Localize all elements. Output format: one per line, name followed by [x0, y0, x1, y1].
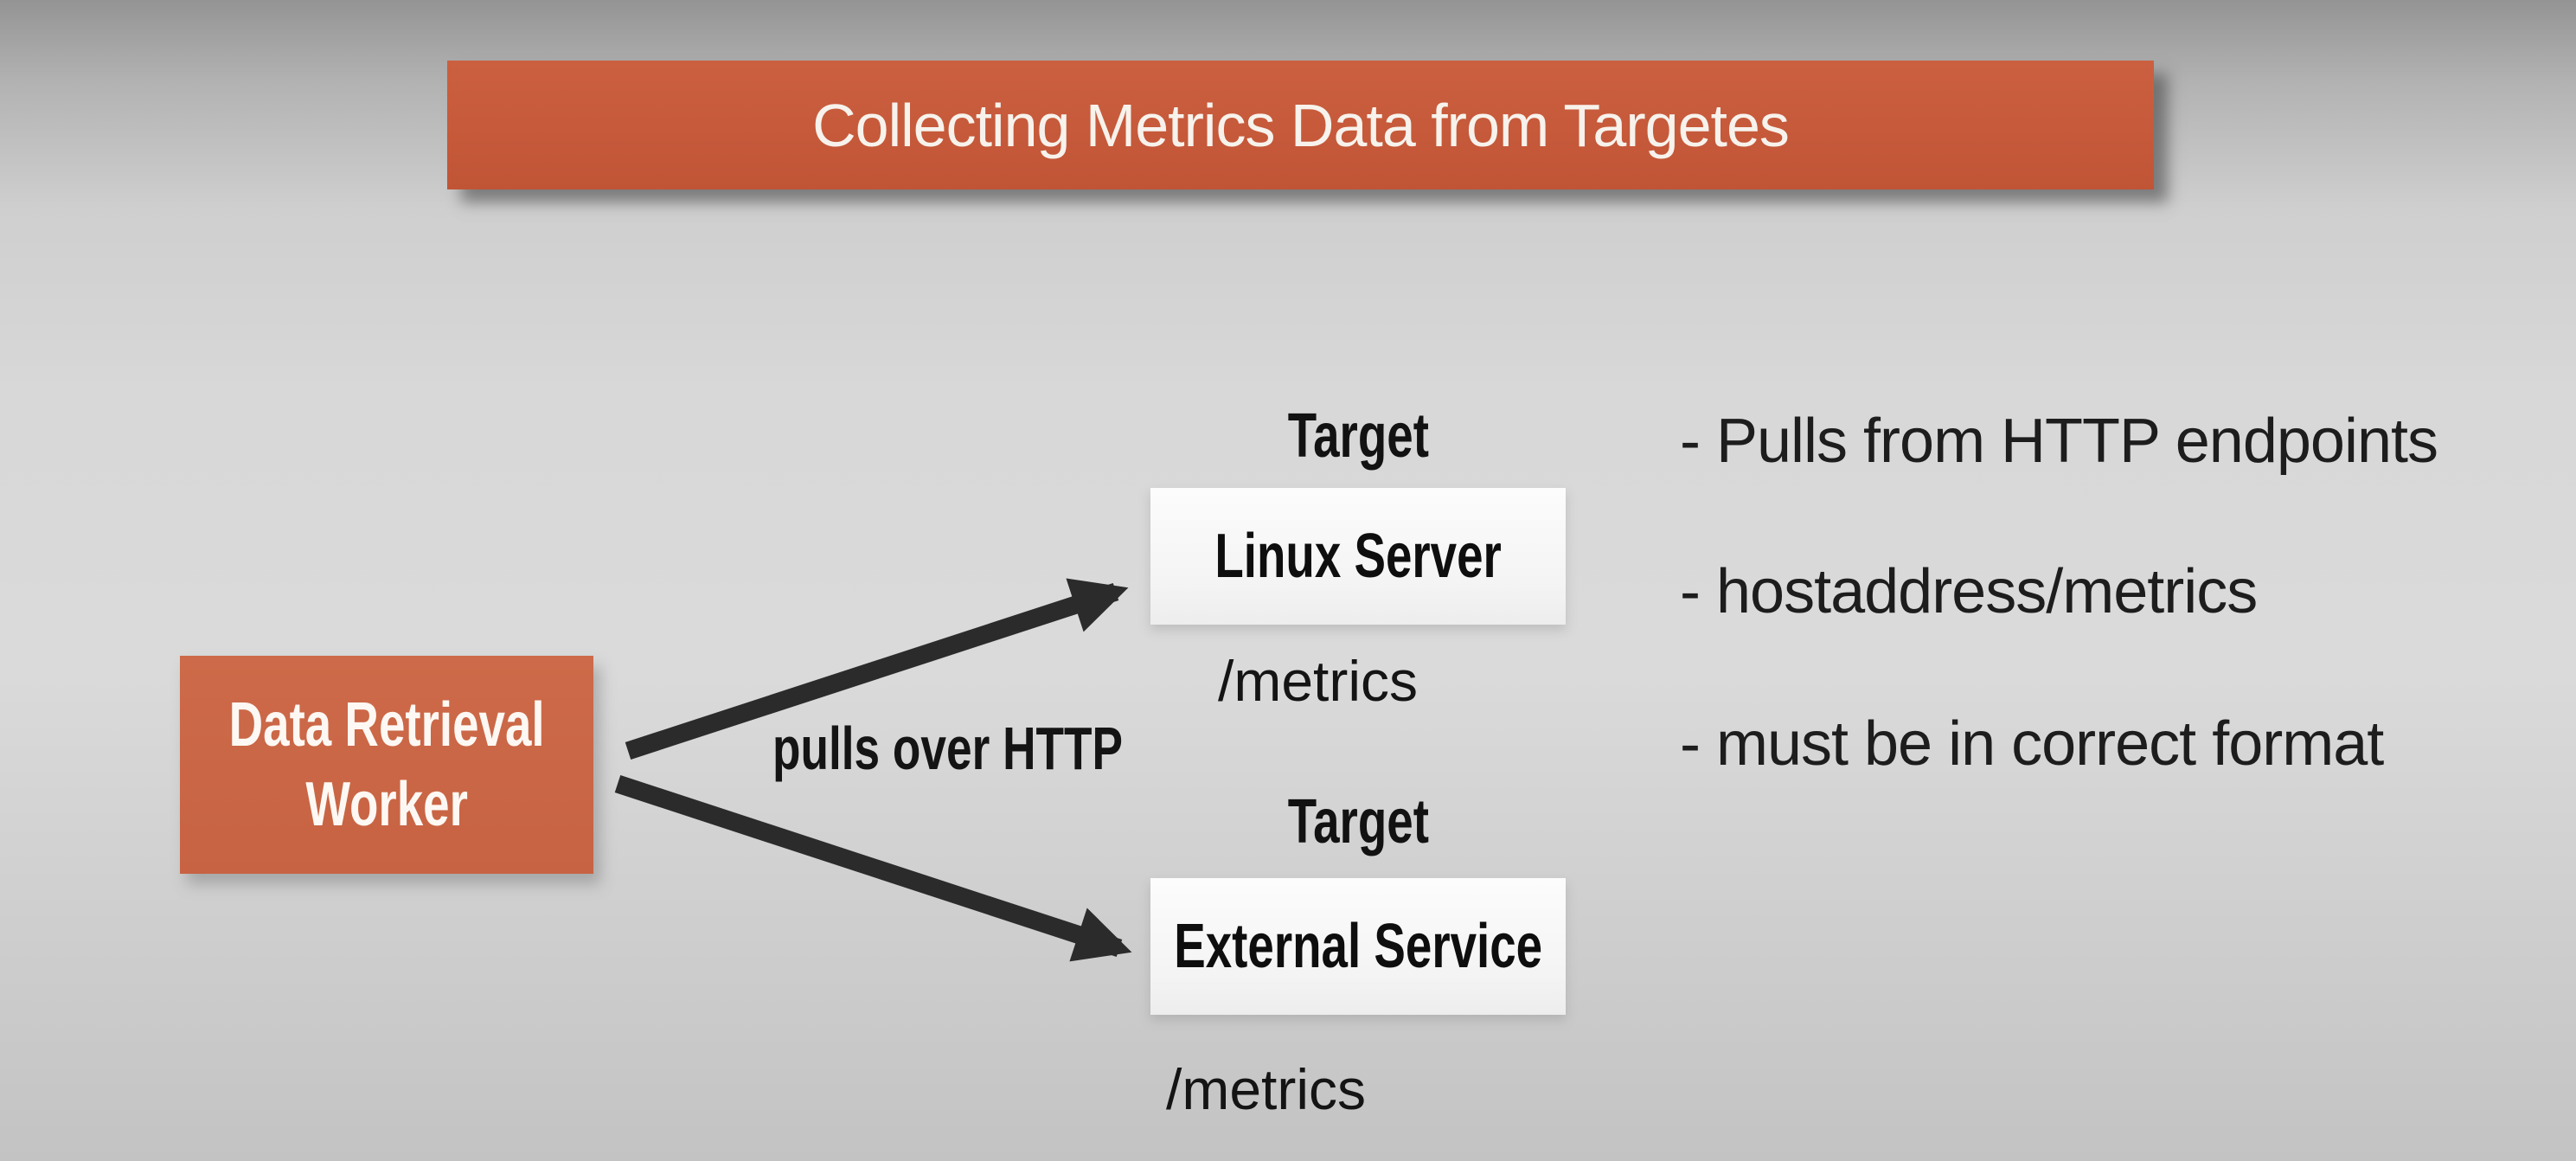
target2-caption-text: Target — [1287, 787, 1429, 856]
worker-label-line1: Data Retrieval — [228, 690, 545, 760]
target1-box: Linux Server — [1150, 488, 1566, 625]
target1-name: Linux Server — [1214, 522, 1502, 591]
target1-caption: Target — [1150, 405, 1566, 467]
arrow-label-text: pulls over HTTP — [772, 715, 1123, 782]
worker-box: Data Retrieval Worker — [180, 656, 593, 874]
note-correct-format: - must be in correct format — [1680, 709, 2384, 779]
target2-endpoint: /metrics — [1166, 1057, 1366, 1121]
arrow-label: pulls over HTTP — [772, 718, 1234, 779]
target2-caption: Target — [1150, 791, 1566, 853]
note-hostaddress-metrics: - hostaddress/metrics — [1680, 557, 2258, 626]
arrow-to-linux-server — [625, 578, 1129, 760]
target2-name: External Service — [1174, 912, 1542, 981]
title-banner: Collecting Metrics Data from Targetes — [447, 61, 2154, 189]
worker-label-line2: Worker — [305, 770, 468, 839]
note-pulls-from-http: - Pulls from HTTP endpoints — [1680, 407, 2438, 476]
worker-label: Data Retrieval Worker — [229, 685, 545, 844]
arrow-to-external-service — [614, 775, 1132, 962]
target1-endpoint: /metrics — [1218, 649, 1418, 713]
target1-caption-text: Target — [1287, 401, 1429, 471]
slide-title: Collecting Metrics Data from Targetes — [812, 91, 1790, 159]
target2-box: External Service — [1150, 878, 1566, 1015]
